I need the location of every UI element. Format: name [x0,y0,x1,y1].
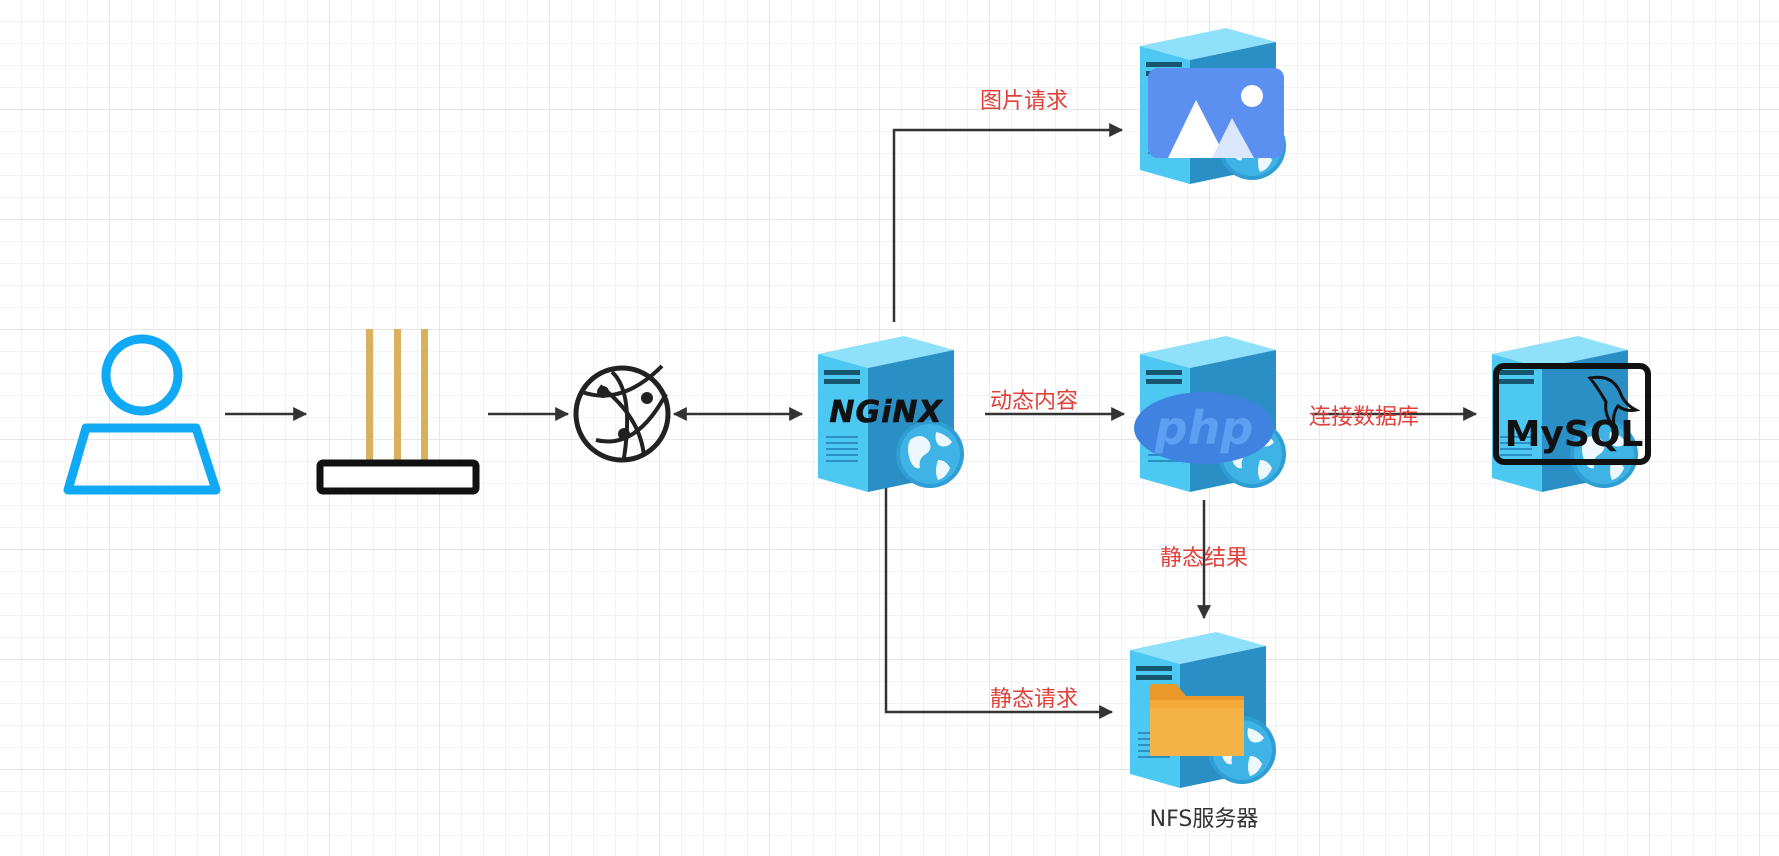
globe-icon [573,364,671,463]
connect-db-label: 连接数据库 [1309,405,1419,430]
mysql-badge: MySQL [1493,363,1651,465]
folder-icon [1150,684,1244,756]
user-icon [63,334,221,495]
static-request-arrow [884,482,1114,719]
mysql-badge-text: MySQL [1505,414,1644,455]
php-badge-text: php [1154,401,1254,455]
firewall-icon [316,329,480,495]
image-request-arrow [892,123,1124,322]
static-request-label: 静态请求 [990,687,1078,712]
static-result-label: 静态结果 [1160,546,1248,571]
php-badge: php [1134,392,1274,464]
nginx-badge: NGiNX [829,395,943,430]
nfs-server-label: NFS服务器 [1150,807,1259,832]
image-icon [1148,68,1284,158]
image-request-label: 图片请求 [980,89,1068,114]
dynamic-content-label: 动态内容 [990,389,1078,414]
